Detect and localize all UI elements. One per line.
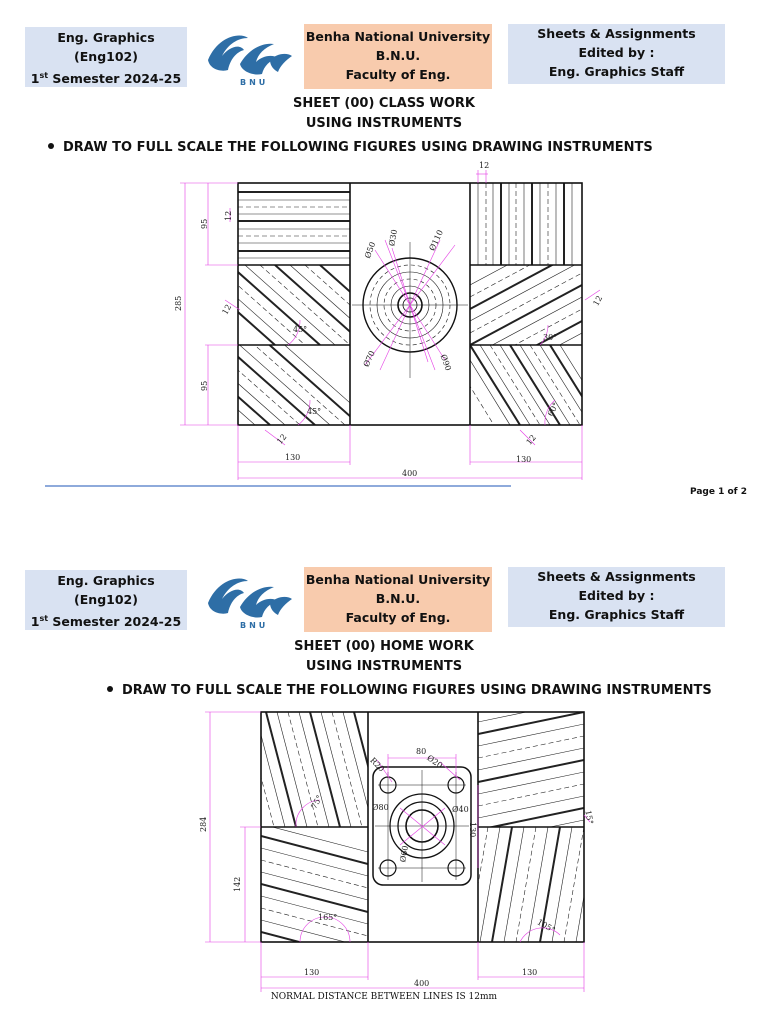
dim-angle-left-mid-2: 75° (309, 794, 324, 811)
hatch-105-right (478, 827, 584, 942)
sheets-label: Sheets & Assignments (537, 26, 696, 41)
sheets-info-box-2: Sheets & Assignments Edited by : Eng. Gr… (508, 567, 725, 627)
dim-upper-height: 95 (200, 219, 209, 229)
dimension-lines (180, 170, 601, 480)
dim-r20: R20 (368, 756, 386, 774)
dim-d110: Ø110 (428, 229, 445, 253)
edited-by-label: Edited by : (578, 588, 655, 603)
dim-spacing-right-low: 12 (524, 433, 537, 447)
university-name: Benha National University (305, 29, 491, 44)
dim-right-width: 130 (516, 455, 531, 464)
dim-lower-height-2: 142 (233, 877, 242, 892)
flange-dimensions (205, 711, 591, 992)
drawing-outline (237, 182, 583, 426)
hatch-165-left (261, 827, 368, 942)
dim-angle-right-mid-2: 15° (583, 810, 594, 826)
dim-angle-left-low: 45° (307, 407, 321, 416)
page1-title: SHEET (00) CLASS WORK USING INSTRUMENTS (293, 96, 475, 131)
diameter-leaders (364, 239, 456, 371)
dim-spacing-left: 12 (224, 211, 233, 221)
university-box-2: Benha National University B.N.U. Faculty… (304, 567, 492, 632)
home-work-drawing: 80 R20 Ø20 Ø80 Ø40 Ø60 130 284 142 75° 1… (199, 711, 595, 992)
course-info-box-2: Eng. Graphics (Eng102) 1st Semester 2024… (25, 570, 187, 630)
footer-note: NORMAL DISTANCE BETWEEN LINES IS 12mm (270, 992, 498, 1002)
page-number: Page 1 of 2 (690, 487, 747, 497)
dim-center-height: 130 (468, 822, 477, 837)
dim-d40: Ø40 (452, 805, 469, 814)
dim-angle-right-mid: 30° (543, 333, 557, 342)
sheets-label: Sheets & Assignments (537, 569, 696, 584)
hatch-horizontal (238, 191, 350, 259)
page2-title: SHEET (00) HOME WORK USING INSTRUMENTS (294, 639, 474, 674)
dim-spacing-right-mid: 12 (591, 294, 604, 307)
bullet-dot (107, 685, 113, 692)
dim-d30: Ø30 (387, 229, 399, 247)
dim-left-width-2: 130 (304, 968, 319, 977)
university-abbr: B.N.U. (375, 591, 421, 606)
course-name: Eng. Graphics (57, 573, 155, 588)
page2-instruction: DRAW TO FULL SCALE THE FOLLOWING FIGURES… (107, 682, 712, 700)
hatch-45-lower-left (238, 345, 350, 425)
page-separator (45, 485, 511, 487)
dim-spacing-left-mid: 12 (220, 303, 233, 316)
dim-hole-spacing: 80 (416, 747, 426, 756)
course-code: (Eng102) (74, 592, 138, 607)
faculty-name: Faculty of Eng. (345, 67, 451, 82)
university-name: Benha National University (305, 572, 491, 587)
bullet-dot (48, 142, 54, 149)
dim-left-width: 130 (285, 453, 300, 462)
staff-label: Eng. Graphics Staff (548, 607, 685, 622)
hatch-75-left (261, 712, 368, 827)
dim-d90: Ø90 (439, 353, 453, 372)
dim-d80: Ø80 (372, 803, 389, 812)
page1-instruction: DRAW TO FULL SCALE THE FOLLOWING FIGURES… (48, 139, 653, 157)
dim-total-height: 285 (174, 296, 183, 311)
course-info-box: Eng. Graphics (Eng102) 1st Semester 2024… (25, 27, 187, 87)
dim-d70: Ø70 (362, 349, 377, 368)
hatch-30-right (470, 265, 582, 345)
dim-top-spacing: 12 (479, 161, 489, 170)
class-work-drawing: Ø50 Ø30 Ø110 Ø70 Ø90 (174, 161, 604, 480)
course-name: Eng. Graphics (57, 30, 155, 45)
dim-d60: Ø60 (398, 845, 410, 863)
hatch-vertical (477, 183, 573, 265)
edited-by-label: Edited by : (578, 45, 655, 60)
semester: 1st Semester 2024-25 (30, 614, 182, 630)
concentric-circles (352, 242, 468, 378)
university-box: Benha National University B.N.U. Faculty… (304, 24, 492, 89)
dim-total-width-2: 400 (414, 979, 429, 988)
dim-right-width-2: 130 (522, 968, 537, 977)
hatch-45-left (238, 265, 350, 345)
dim-total-width: 400 (402, 469, 417, 478)
logo-text: BNU (240, 78, 268, 87)
bnu-logo: BNU (208, 35, 292, 87)
dim-angle-right-low-2: 105° (536, 917, 557, 934)
hatch-60-right (470, 345, 582, 425)
sheets-info-box: Sheets & Assignments Edited by : Eng. Gr… (508, 24, 725, 84)
hatch-15-right (478, 712, 584, 827)
dim-spacing-left-low: 12 (275, 432, 288, 446)
semester: 1st Semester 2024-25 (30, 71, 182, 87)
course-code: (Eng102) (74, 49, 138, 64)
logo-text: BNU (240, 621, 268, 630)
dim-angle-left-low-2: 165° (318, 913, 337, 922)
university-abbr: B.N.U. (375, 48, 421, 63)
faculty-name: Faculty of Eng. (345, 610, 451, 625)
dim-total-height-2: 284 (199, 817, 208, 832)
dim-angle-left-mid: 45° (293, 325, 307, 334)
dim-lower-height: 95 (200, 381, 209, 391)
dim-angle-right-low: 60° (546, 401, 561, 418)
bnu-logo-2: BNU (208, 578, 292, 630)
staff-label: Eng. Graphics Staff (548, 64, 685, 79)
